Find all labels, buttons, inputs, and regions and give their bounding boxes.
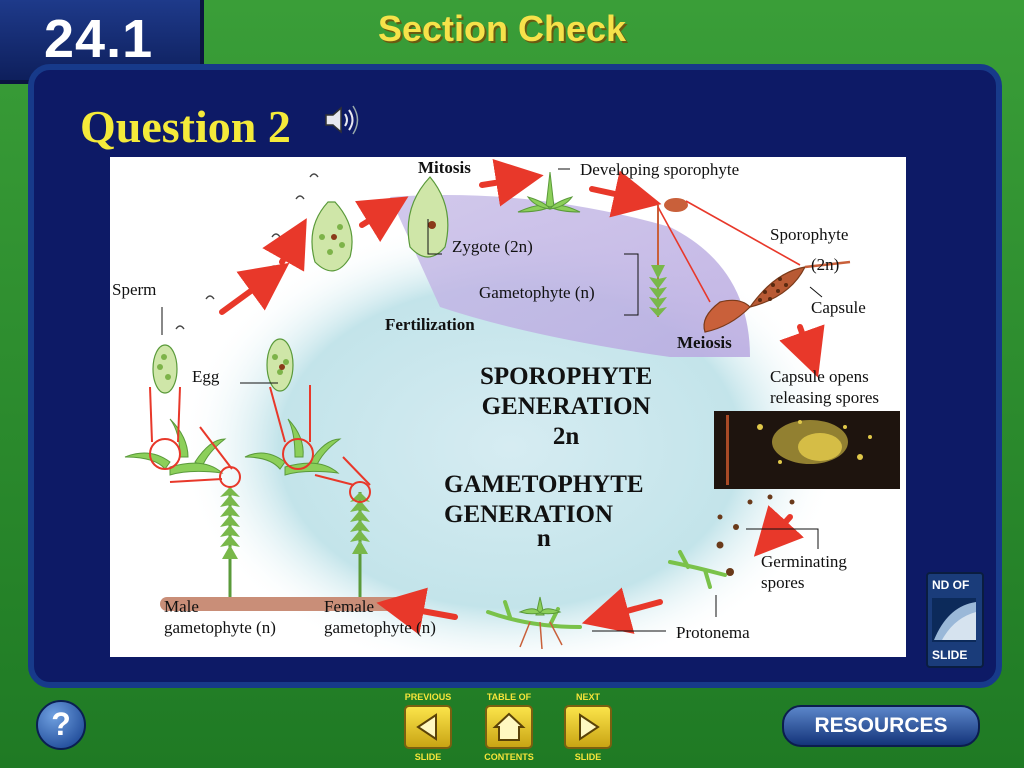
previous-arrow-icon (404, 705, 452, 749)
end-of-slide-line1: ND OF (932, 578, 970, 592)
moss-life-cycle-diagram: Mitosis Developing sporophyte Zygote (2n… (110, 157, 906, 657)
label-capsule-opens-line2: releasing spores (770, 388, 880, 408)
label-zygote: Zygote (2n) (452, 237, 533, 256)
question-title: Question 2 (80, 101, 291, 152)
table-of-contents-button[interactable]: TABLE OF CONTENTS (479, 692, 539, 762)
label-capsule-opens: Capsule opens releasing spores (770, 366, 879, 409)
label-egg: Egg (192, 367, 220, 386)
next-arrow-icon (564, 705, 612, 749)
previous-slide-top-label: PREVIOUS (404, 692, 452, 702)
label-male-gametophyte: Male gametophyte (n) (164, 596, 276, 639)
section-title: Section Check (378, 8, 627, 49)
contents-top-label: TABLE OF (486, 692, 532, 702)
label-capsule: Capsule (811, 298, 866, 317)
label-sporophyte: Sporophyte (770, 225, 849, 244)
gametophyte-generation-line2: GENERATION (444, 501, 614, 528)
label-germinating-line2: spores (761, 573, 805, 593)
label-meiosis: Meiosis (677, 333, 732, 352)
label-sporophyte-ploidy: (2n) (811, 255, 840, 274)
gametophyte-generation-line3: n (536, 525, 551, 552)
label-developing-sporophyte: Developing sporophyte (580, 160, 740, 179)
label-fertilization: Fertilization (385, 315, 475, 334)
gametophyte-generation-label: GAMETOPHYTE GENERATION n (444, 470, 644, 554)
contents-bottom-label: CONTENTS (484, 752, 534, 762)
previous-slide-bottom-label: SLIDE (414, 752, 442, 762)
label-female-line2: gametophyte (n) (324, 618, 436, 638)
end-of-slide-line2: SLIDE (932, 648, 968, 662)
label-sperm: Sperm (112, 280, 157, 299)
end-of-slide-button[interactable]: ND OF SLIDE (926, 572, 984, 668)
label-mitosis: Mitosis (418, 158, 471, 177)
label-capsule-opens-line1: Capsule opens (770, 367, 869, 386)
help-button[interactable]: ? (36, 700, 86, 750)
previous-slide-button[interactable]: PREVIOUS SLIDE (398, 692, 458, 762)
next-slide-top-label: NEXT (575, 692, 600, 702)
label-protonema: Protonema (676, 623, 750, 642)
gametophyte-generation-line1: GAMETOPHYTE (444, 471, 644, 498)
speaker-icon[interactable] (322, 102, 362, 138)
next-slide-bottom-label: SLIDE (574, 752, 602, 762)
label-germinating-spores: Germinating spores (761, 551, 847, 594)
sporophyte-generation-line1: SPOROPHYTE (480, 363, 653, 390)
label-male-line1: Male (164, 597, 199, 616)
sporophyte-generation-line3: 2n (552, 423, 580, 450)
label-female-line1: Female (324, 597, 375, 616)
sporophyte-generation-label: SPOROPHYTE GENERATION 2n (480, 362, 652, 452)
next-slide-button[interactable]: NEXT SLIDE (558, 692, 618, 762)
resources-button[interactable]: RESOURCES (782, 705, 980, 747)
label-gametophyte: Gametophyte (n) (479, 283, 595, 302)
label-germinating-line1: Germinating (761, 552, 847, 571)
end-of-slide-image (932, 598, 976, 642)
section-number: 24.1 (44, 9, 154, 69)
home-icon (485, 705, 533, 749)
label-female-gametophyte: Female gametophyte (n) (324, 596, 436, 639)
sporophyte-generation-line2: GENERATION (481, 393, 651, 420)
diagram-artwork (124, 159, 900, 657)
label-male-line2: gametophyte (n) (164, 618, 276, 638)
